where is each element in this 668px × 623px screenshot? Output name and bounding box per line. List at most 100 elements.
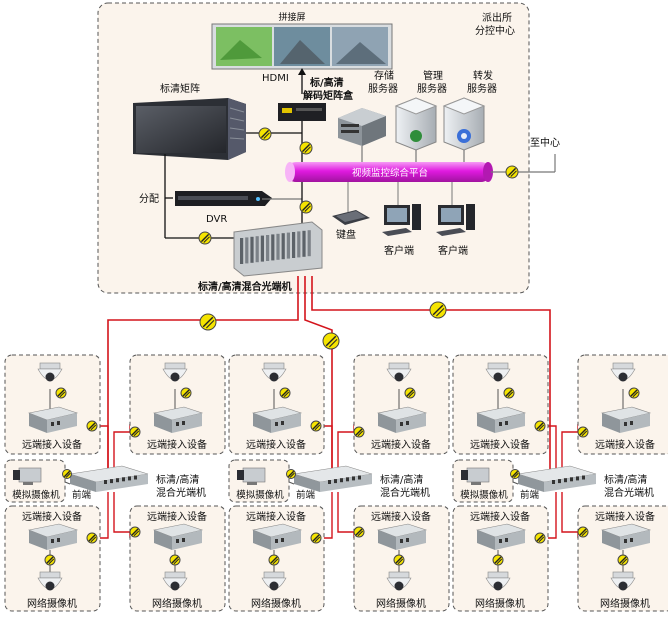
mixed-optical-label-line1: 标清/高清 [156, 473, 199, 486]
keyboard-label: 键盘 [336, 228, 356, 241]
site-group: 远端接入设备远端接入设备远端接入设备网络摄像机远端接入设备网络摄像机模拟摄像机前… [228, 354, 450, 612]
fiber-coupler-icon [169, 554, 181, 566]
remote-access-label: 远端接入设备 [246, 510, 306, 523]
fiber-coupler-icon [617, 554, 629, 566]
network-camera-label: 网络摄像机 [152, 597, 202, 610]
remote-access-label: 远端接入设备 [371, 510, 431, 523]
fiber-line [561, 424, 579, 468]
fiber-coupler-icon [534, 532, 546, 544]
remote-site-panel [4, 354, 101, 455]
analog-camera-icon [13, 467, 42, 485]
front-end-label: 前端 [296, 489, 316, 501]
client-label-1: 客户端 [384, 244, 414, 257]
optical-rack-icon [233, 221, 323, 277]
relay-server-label-2: 服务器 [467, 82, 497, 95]
fiber-coupler-icon [577, 526, 589, 538]
client-pc-icon [382, 204, 421, 236]
mixed-optical-unit-icon [517, 465, 597, 492]
dvr-label: DVR [206, 214, 227, 225]
fiber-coupler-icon [503, 387, 515, 399]
mixed-optical-unit-icon [293, 465, 373, 492]
fiber-coupler-icon [492, 554, 504, 566]
network-camera-label: 网络摄像机 [600, 597, 650, 610]
remote-access-label: 远端接入设备 [22, 438, 82, 451]
analog-camera-label: 模拟摄像机 [236, 489, 284, 501]
access-device-icon [475, 406, 527, 433]
remote-access-label: 远端接入设备 [22, 510, 82, 523]
fiber-line [337, 424, 355, 468]
fiber-line [97, 425, 109, 468]
decoder-box-icon [278, 103, 326, 121]
dome-camera-icon [386, 571, 412, 591]
client-label-2: 客户端 [438, 244, 468, 257]
fiber-coupler-icon [310, 532, 322, 544]
dome-camera-icon [261, 571, 287, 591]
access-device-icon [251, 406, 303, 433]
access-device-icon [475, 523, 527, 550]
dome-camera-icon [162, 571, 188, 591]
fiber-coupler-icon [429, 301, 447, 319]
fiber-coupler-icon [505, 165, 519, 179]
remote-access-label: 远端接入设备 [147, 438, 207, 451]
access-device-icon [376, 406, 428, 433]
remote-access-label: 远端接入设备 [371, 438, 431, 451]
dome-camera-icon [162, 362, 188, 382]
dome-camera-icon [37, 571, 63, 591]
platform-pipe [285, 162, 493, 182]
access-device-icon [600, 406, 652, 433]
fiber-line [113, 424, 131, 468]
decoder-label-line2: 解码矩阵盒 [303, 89, 354, 102]
remote-access-label: 远端接入设备 [595, 438, 655, 451]
split-label: 分配 [139, 193, 159, 205]
to-center-label: 至中心 [530, 136, 560, 149]
relay-server-icon [442, 97, 486, 151]
fiber-line [321, 492, 333, 539]
mgmt-server-label-2: 服务器 [417, 82, 447, 95]
fiber-coupler-icon [55, 387, 67, 399]
fiber-line [321, 425, 333, 468]
remote-access-label: 远端接入设备 [595, 510, 655, 523]
decoder-label-line1: 标/高清 [309, 76, 344, 89]
dvr-icon [175, 191, 272, 206]
fiber-coupler-icon [353, 526, 365, 538]
fiber-coupler-icon [577, 426, 589, 438]
fiber-coupler-icon [393, 554, 405, 566]
fiber-line [561, 492, 579, 538]
center-title-line2: 分控中心 [475, 24, 515, 37]
analog-camera-label: 模拟摄像机 [12, 489, 60, 501]
fiber-coupler-icon [86, 420, 98, 432]
fiber-coupler-icon [268, 554, 280, 566]
access-device-icon [152, 406, 204, 433]
center-title-line1: 派出所 [482, 11, 512, 24]
remote-site-panel [228, 354, 325, 455]
access-device-icon [27, 406, 79, 433]
fiber-line [97, 492, 109, 539]
fiber-coupler-icon [62, 469, 72, 479]
fiber-coupler-icon [628, 387, 640, 399]
access-device-icon [27, 523, 79, 550]
remote-site-panel [129, 354, 226, 455]
access-device-icon [152, 523, 204, 550]
site-group: 远端接入设备远端接入设备远端接入设备网络摄像机远端接入设备网络摄像机模拟摄像机前… [4, 354, 226, 612]
optical-rack-label: 标清/高清混合光端机 [197, 280, 292, 293]
platform-label: 视频监控综合平台 [352, 167, 428, 179]
storage-server-icon [338, 108, 386, 146]
mgmt-server-label-1: 管理 [423, 69, 443, 82]
fiber-coupler-icon [510, 469, 520, 479]
analog-camera-icon [237, 467, 266, 485]
remote-access-label: 远端接入设备 [246, 438, 306, 451]
fiber-coupler-icon [322, 332, 340, 350]
network-camera-label: 网络摄像机 [376, 597, 426, 610]
mixed-optical-label-line2: 混合光端机 [604, 486, 654, 499]
mixed-optical-label-line2: 混合光端机 [156, 486, 206, 499]
matrix-rack-icon [133, 98, 246, 160]
access-device-icon [376, 523, 428, 550]
network-camera-label: 网络摄像机 [251, 597, 301, 610]
network-camera-label: 网络摄像机 [475, 597, 525, 610]
hdmi-label: HDMI [262, 73, 289, 84]
fiber-coupler-icon [129, 526, 141, 538]
dome-camera-icon [610, 571, 636, 591]
control-center-panel [97, 2, 530, 294]
mixed-optical-label-line1: 标清/高清 [380, 473, 423, 486]
